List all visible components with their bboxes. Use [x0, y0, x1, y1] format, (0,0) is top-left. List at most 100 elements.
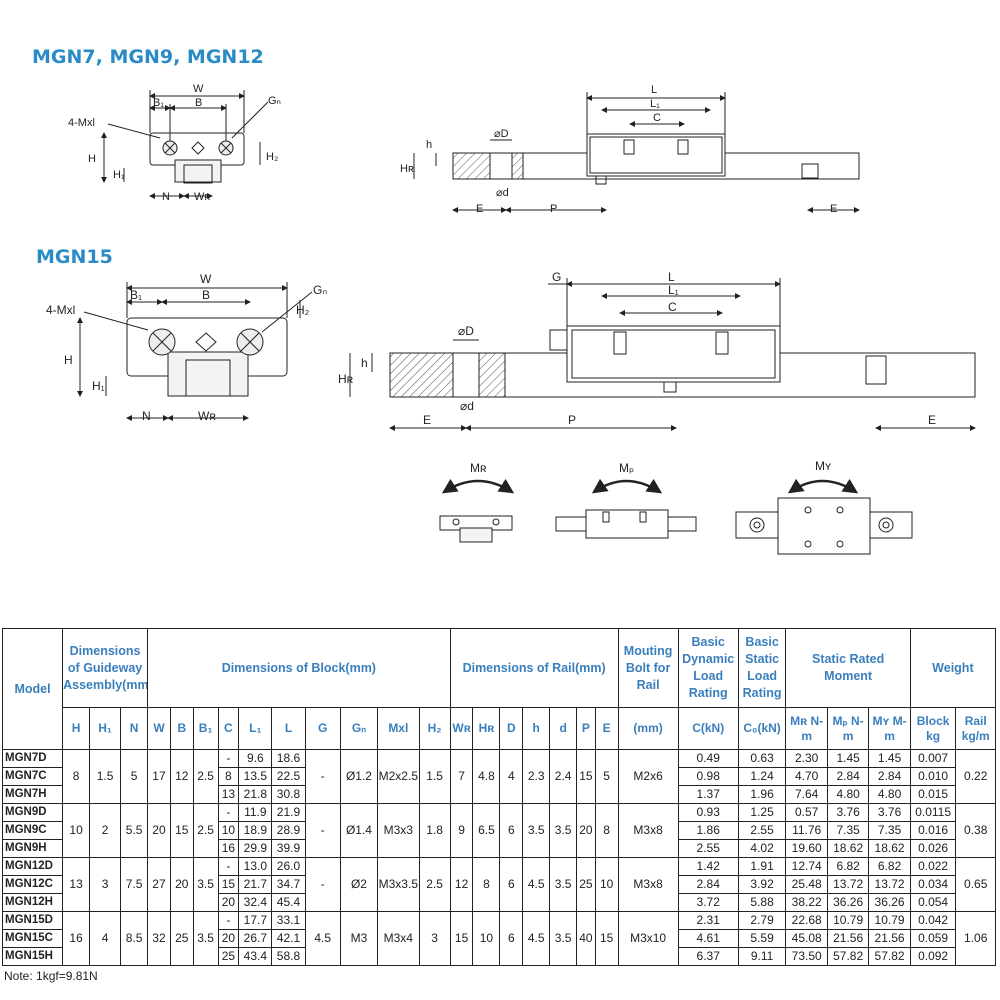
subheader-cell: L: [271, 707, 306, 750]
table-cell: 7.35: [868, 821, 911, 840]
table-cell: 7: [449, 749, 474, 804]
table-cell: MGN15H: [1, 947, 64, 966]
table-cell: 16: [62, 911, 91, 966]
table-cell: 21.56: [868, 929, 911, 948]
table-cell: 15: [576, 749, 596, 804]
subheader-cell: C₀(kN): [737, 707, 787, 750]
table-cell: 5.5: [120, 803, 149, 858]
subheader-cell: Mʀ N-m: [785, 707, 828, 750]
subheader-cell: C: [217, 707, 240, 750]
table-cell: 1.25: [737, 803, 787, 822]
subheader-cell: W: [147, 707, 171, 750]
table-cell: MGN7D: [1, 749, 64, 768]
dim-N: N: [162, 191, 170, 203]
table-cell: 10: [594, 857, 619, 912]
dim-L1-top: L₁: [650, 98, 660, 110]
table-cell: 3: [89, 857, 122, 912]
table-cell: 2.5: [192, 749, 219, 804]
table-cell: 4.70: [785, 767, 828, 786]
dim-HR-top: Hʀ: [400, 163, 414, 175]
dim-H2-15: H₂: [296, 303, 310, 317]
dim-B1-15: B₁: [130, 288, 142, 302]
table-cell: 13.72: [826, 875, 870, 894]
table-cell: 58.8: [271, 947, 306, 966]
table-cell: 6: [499, 911, 524, 966]
table-cell: 9.11: [737, 947, 787, 966]
table-cell: 15: [217, 875, 240, 894]
subheader-cell: Mxl: [377, 707, 420, 750]
table-cell: 6: [499, 857, 524, 912]
dim-B: B: [195, 97, 202, 109]
table-cell: 0.059: [909, 929, 957, 948]
table-cell: 4.8: [472, 749, 501, 804]
header-weight: Weight: [909, 628, 997, 708]
table-cell: 6.82: [868, 857, 911, 876]
side-view-small: [413, 92, 860, 213]
table-cell: 39.9: [271, 839, 306, 858]
dim-D-top: ⌀D: [494, 128, 509, 140]
table-cell: 15: [169, 803, 194, 858]
table-cell: 7.5: [120, 857, 149, 912]
table-cell: 57.82: [868, 947, 911, 966]
table-cell: 13.72: [868, 875, 911, 894]
table-cell: 3.92: [737, 875, 787, 894]
technical-drawings: W B₁ B Gₙ 4-Mxl H H₁ H₂ N Wʀ L L₁ C ⌀D ⌀…: [46, 83, 976, 555]
dim-B-15: B: [202, 288, 210, 302]
subheader-cell: E: [594, 707, 619, 750]
dim-Gn: Gₙ: [268, 95, 281, 107]
subheader-cell: Wʀ: [449, 707, 474, 750]
dim-L-top: L: [651, 84, 657, 96]
table-cell: MGN15D: [1, 911, 64, 930]
table-cell: M3x3: [377, 803, 420, 858]
dim-WR-15: Wʀ: [198, 409, 216, 423]
dim-P-top: P: [550, 203, 557, 215]
table-cell: 0.022: [909, 857, 957, 876]
subheader-cell: Gₙ: [339, 707, 379, 750]
subheader-cell: h: [522, 707, 551, 750]
table-cell: 16: [217, 839, 240, 858]
table-cell: 12: [449, 857, 474, 912]
label-MP: Mₚ: [619, 461, 634, 475]
table-cell: 20: [147, 803, 171, 858]
table-cell: 3.5: [549, 911, 578, 966]
subheader-cell: (mm): [617, 707, 679, 750]
table-cell: 0.63: [737, 749, 787, 768]
dim-E-15-left: E: [423, 413, 431, 427]
table-cell: 5: [120, 749, 149, 804]
dim-d-top: ⌀d: [496, 187, 509, 199]
dim-H-15: H: [64, 353, 73, 367]
dim-E-top-right: E: [830, 203, 837, 215]
header-moment: Static Rated Moment: [785, 628, 911, 708]
table-cell: MGN9D: [1, 803, 64, 822]
table-cell: 4: [499, 749, 524, 804]
table-cell: Ø2: [339, 857, 379, 912]
table-cell: MGN15C: [1, 929, 64, 948]
table-cell: 2.5: [418, 857, 451, 912]
table-cell: 4.5: [304, 911, 341, 966]
table-cell: 32.4: [238, 893, 273, 912]
table-cell: 1.42: [677, 857, 739, 876]
table-cell: 5.59: [737, 929, 787, 948]
label-MR: Mʀ: [470, 461, 487, 475]
table-cell: 2: [89, 803, 122, 858]
table-cell: 15: [449, 911, 474, 966]
table-cell: 6: [499, 803, 524, 858]
table-cell: 0.034: [909, 875, 957, 894]
table-cell: 0.007: [909, 749, 957, 768]
table-cell: 45.4: [271, 893, 306, 912]
table-cell: 19.60: [785, 839, 828, 858]
dim-W-15: W: [200, 272, 212, 286]
subheader-cell: H: [62, 707, 91, 750]
dim-Gn-15: Gₙ: [313, 283, 327, 297]
table-cell: 1.5: [418, 749, 451, 804]
table-cell: 1.86: [677, 821, 739, 840]
table-cell: 11.76: [785, 821, 828, 840]
table-cell: 10.79: [826, 911, 870, 930]
table-cell: 6.5: [472, 803, 501, 858]
dim-D-15: ⌀D: [458, 324, 474, 338]
